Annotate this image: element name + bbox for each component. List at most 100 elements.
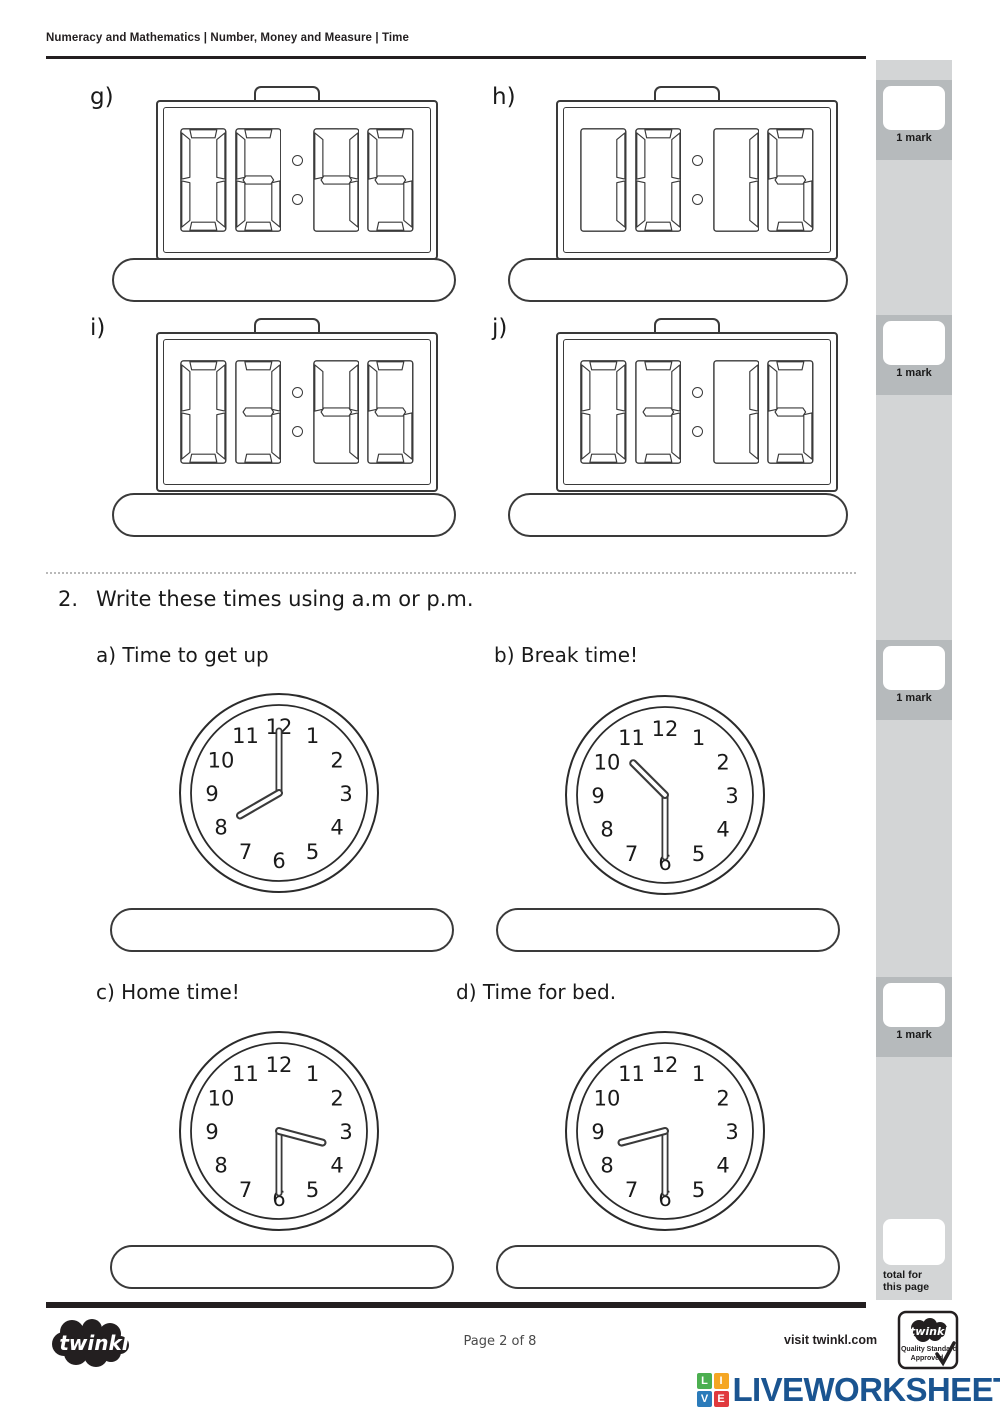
worksheet-body: g) h) i) j) 2. Write these times using a… xyxy=(0,60,870,1300)
colon-dot-top xyxy=(291,155,303,166)
digital-clock-j xyxy=(548,318,848,493)
svg-text:6: 6 xyxy=(272,849,285,873)
svg-text:5: 5 xyxy=(306,1178,319,1202)
svg-text:5: 5 xyxy=(692,842,705,866)
svg-text:10: 10 xyxy=(208,1087,235,1111)
lws-block-v: V xyxy=(697,1390,712,1407)
svg-text:12: 12 xyxy=(266,1053,293,1077)
total-input[interactable] xyxy=(883,1219,945,1265)
svg-text:1: 1 xyxy=(306,1062,319,1086)
mark-input-1[interactable] xyxy=(883,86,945,130)
colon-dot-top xyxy=(691,155,703,166)
answer-box-2a[interactable] xyxy=(110,908,454,952)
digital-clock-stand xyxy=(254,318,320,336)
digit-minute-ones xyxy=(767,354,814,470)
mark-label-3: 1 mark xyxy=(896,692,932,704)
answer-box-h[interactable] xyxy=(508,258,848,302)
digital-clock-stand xyxy=(654,318,720,336)
page-title: Numeracy and Mathematics | Number, Money… xyxy=(46,32,409,44)
twinkl-logo: twinkl xyxy=(46,1318,142,1368)
mark-cell-2: 1 mark xyxy=(876,315,952,395)
svg-text:4: 4 xyxy=(716,818,729,842)
item-label-h: h) xyxy=(492,84,516,110)
svg-text:3: 3 xyxy=(339,1120,352,1144)
digit-hour-ones xyxy=(634,122,682,238)
svg-text:7: 7 xyxy=(625,1178,638,1202)
marks-sidebar: 1 mark 1 mark 1 mark 1 mark total for th… xyxy=(876,60,952,1300)
answer-box-g[interactable] xyxy=(112,258,456,302)
svg-text:10: 10 xyxy=(208,749,235,773)
digit-hour-ones xyxy=(234,122,282,238)
answer-box-2c[interactable] xyxy=(110,1245,454,1289)
svg-text:11: 11 xyxy=(618,1062,645,1086)
item-label-j: j) xyxy=(492,315,508,341)
digit-hour-tens xyxy=(180,122,227,238)
svg-text:12: 12 xyxy=(652,1053,679,1077)
header-divider xyxy=(46,56,866,59)
liveworksheets-logo: LIVE LIVEWORKSHEETS xyxy=(697,1371,1000,1409)
mark-input-4[interactable] xyxy=(883,983,945,1027)
colon-separator xyxy=(685,354,708,470)
svg-text:8: 8 xyxy=(600,818,613,842)
quality-standard-badge: twinkl Quality Standard Approved xyxy=(897,1310,961,1372)
svg-text:10: 10 xyxy=(594,1087,621,1111)
mark-input-3[interactable] xyxy=(883,646,945,690)
svg-text:8: 8 xyxy=(214,1154,227,1178)
digit-minute-ones xyxy=(367,354,414,470)
colon-dot-bottom xyxy=(691,194,703,205)
answer-box-2d[interactable] xyxy=(496,1245,840,1289)
visit-link[interactable]: visit twinkl.com xyxy=(784,1333,878,1347)
svg-text:1: 1 xyxy=(692,1062,705,1086)
digital-clock-i xyxy=(148,318,448,493)
digit-hour-tens xyxy=(180,354,227,470)
digital-clock-body xyxy=(556,100,838,260)
badge-line-1: Quality Standard xyxy=(901,1346,957,1353)
liveworksheets-wordmark: LIVEWORKSHEETS xyxy=(732,1371,1000,1408)
colon-separator xyxy=(685,122,708,238)
mark-label-1: 1 mark xyxy=(896,132,932,144)
mark-label-4: 1 mark xyxy=(896,1029,932,1041)
svg-text:11: 11 xyxy=(232,724,259,748)
answer-box-j[interactable] xyxy=(508,493,848,537)
svg-text:7: 7 xyxy=(625,842,638,866)
svg-text:3: 3 xyxy=(725,1120,738,1144)
svg-text:11: 11 xyxy=(232,1062,259,1086)
item-label-2a: a) Time to get up xyxy=(96,643,269,667)
digital-clock-stand xyxy=(254,86,320,104)
question-2-number: 2. xyxy=(58,587,79,611)
answer-box-i[interactable] xyxy=(112,493,456,537)
svg-text:5: 5 xyxy=(306,840,319,864)
digital-clock-g xyxy=(148,86,448,261)
item-label-2d: d) Time for bed. xyxy=(456,980,617,1004)
digit-hour-tens xyxy=(580,122,627,238)
colon-dot-bottom xyxy=(691,426,703,437)
digital-clock-body xyxy=(156,100,438,260)
svg-text:9: 9 xyxy=(205,782,218,806)
item-label-g: g) xyxy=(90,84,114,110)
item-label-2c: c) Home time! xyxy=(96,980,240,1004)
colon-dot-bottom xyxy=(291,426,303,437)
svg-text:4: 4 xyxy=(330,816,343,840)
colon-separator xyxy=(285,122,308,238)
digital-clock-body xyxy=(556,332,838,492)
digit-minute-ones xyxy=(367,122,414,238)
digit-minute-tens xyxy=(712,354,760,470)
svg-text:3: 3 xyxy=(725,784,738,808)
digit-minute-ones xyxy=(767,122,814,238)
question-2-prompt: Write these times using a.m or p.m. xyxy=(96,587,474,611)
digit-hour-tens xyxy=(580,354,627,470)
colon-dot-top xyxy=(291,387,303,398)
answer-box-2b[interactable] xyxy=(496,908,840,952)
page-number: Page 2 of 8 xyxy=(463,1334,537,1349)
mark-cell-3: 1 mark xyxy=(876,640,952,720)
digital-clock-screen xyxy=(576,354,818,470)
lws-block-e: E xyxy=(713,1390,729,1407)
lws-block-l: L xyxy=(697,1373,712,1390)
total-cell: total for this page xyxy=(876,1215,952,1300)
mark-input-2[interactable] xyxy=(883,321,945,365)
svg-text:12: 12 xyxy=(652,717,679,741)
svg-text:5: 5 xyxy=(692,1178,705,1202)
